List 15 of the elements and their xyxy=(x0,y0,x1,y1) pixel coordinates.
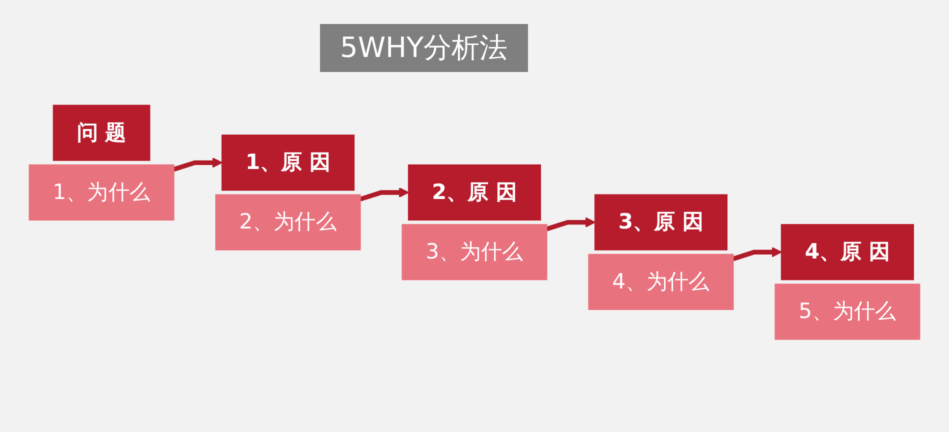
arrow xyxy=(173,158,223,172)
node-box: 2、原 因 xyxy=(408,164,542,221)
title-banner: 5WHY分析法 xyxy=(320,24,528,72)
node-box: 1、为什么 xyxy=(28,164,174,221)
node-box: 5、为什么 xyxy=(774,284,920,340)
arrow xyxy=(732,246,782,262)
arrow xyxy=(360,187,410,202)
node-box: 4、为什么 xyxy=(588,254,734,310)
node-box: 3、原 因 xyxy=(594,194,728,250)
arrow xyxy=(546,217,596,232)
node-box: 3、为什么 xyxy=(402,224,548,280)
node-box: 2、为什么 xyxy=(215,194,361,250)
node-box: 1、原 因 xyxy=(222,134,355,191)
node-box: 问 题 xyxy=(52,104,150,161)
node-box: 4、原 因 xyxy=(780,224,914,280)
